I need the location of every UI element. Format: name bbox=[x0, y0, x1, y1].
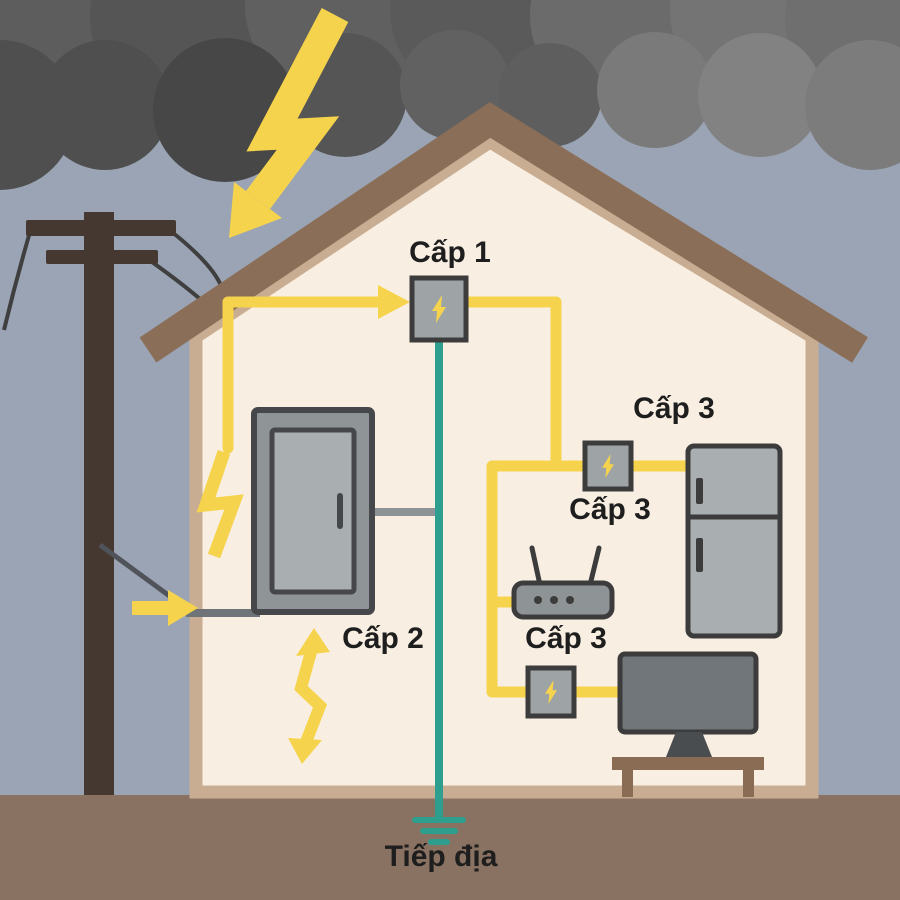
tv-screen bbox=[617, 651, 759, 735]
labels: Cấp 1 Cấp 3 Cấp 3 Cấp 2 Cấp 3 Tiếp địa bbox=[342, 236, 715, 873]
wire-branch-left-down bbox=[486, 460, 562, 698]
label-cap3-bottom: Cấp 3 bbox=[525, 622, 607, 655]
lightning-bolt-icon bbox=[545, 680, 557, 704]
fridge-handle-top bbox=[696, 478, 703, 504]
spd-level3-box-fridge bbox=[582, 440, 634, 492]
wifi-router bbox=[511, 545, 615, 620]
label-cap3-top: Cấp 3 bbox=[633, 392, 715, 425]
label-cap3-mid: Cấp 3 bbox=[569, 493, 651, 526]
wire-arrowhead-spd1 bbox=[378, 285, 410, 319]
label-ground: Tiếp địa bbox=[385, 840, 498, 873]
fridge-handle-bottom bbox=[696, 538, 703, 572]
ground-soil bbox=[0, 795, 900, 900]
label-cap2: Cấp 2 bbox=[342, 622, 424, 655]
lightning-strike-bolt bbox=[229, 8, 349, 238]
lightning-arrowhead bbox=[229, 182, 282, 238]
distribution-panel bbox=[251, 407, 375, 615]
label-cap1: Cấp 1 bbox=[409, 236, 491, 269]
spd-level3-box-tv bbox=[525, 665, 577, 719]
house-roof bbox=[139, 102, 868, 363]
router-antenna-left bbox=[529, 545, 543, 588]
router-led bbox=[534, 596, 542, 604]
surge-bolt-wall bbox=[196, 449, 244, 559]
service-entrance bbox=[98, 542, 260, 626]
router-led bbox=[566, 596, 574, 604]
wire-spd1-to-branch bbox=[460, 296, 591, 472]
refrigerator bbox=[685, 443, 783, 639]
pole-crossarm-bottom bbox=[46, 250, 158, 264]
grounding-symbol bbox=[412, 817, 466, 845]
router-led bbox=[550, 596, 558, 604]
power-line bbox=[2, 231, 32, 331]
grounding bbox=[372, 342, 466, 845]
wire-to-spd1 bbox=[222, 296, 384, 454]
pole-crossarm-top bbox=[26, 220, 176, 236]
lightning-bolt-icon bbox=[602, 454, 614, 478]
service-entry-arrow bbox=[132, 590, 198, 626]
tv-table bbox=[612, 757, 764, 797]
utility-pole bbox=[2, 212, 227, 800]
router-body bbox=[511, 580, 615, 620]
tv-stand bbox=[666, 732, 712, 757]
router-antenna-right bbox=[587, 545, 602, 588]
surge-wiring bbox=[222, 296, 696, 698]
spd-level1-box bbox=[409, 275, 469, 343]
television bbox=[612, 651, 764, 797]
panel-door bbox=[269, 427, 357, 595]
surge-double-arrow-panel bbox=[288, 628, 330, 764]
lightning-bolt-icon bbox=[432, 295, 446, 323]
pole-post bbox=[84, 212, 114, 800]
